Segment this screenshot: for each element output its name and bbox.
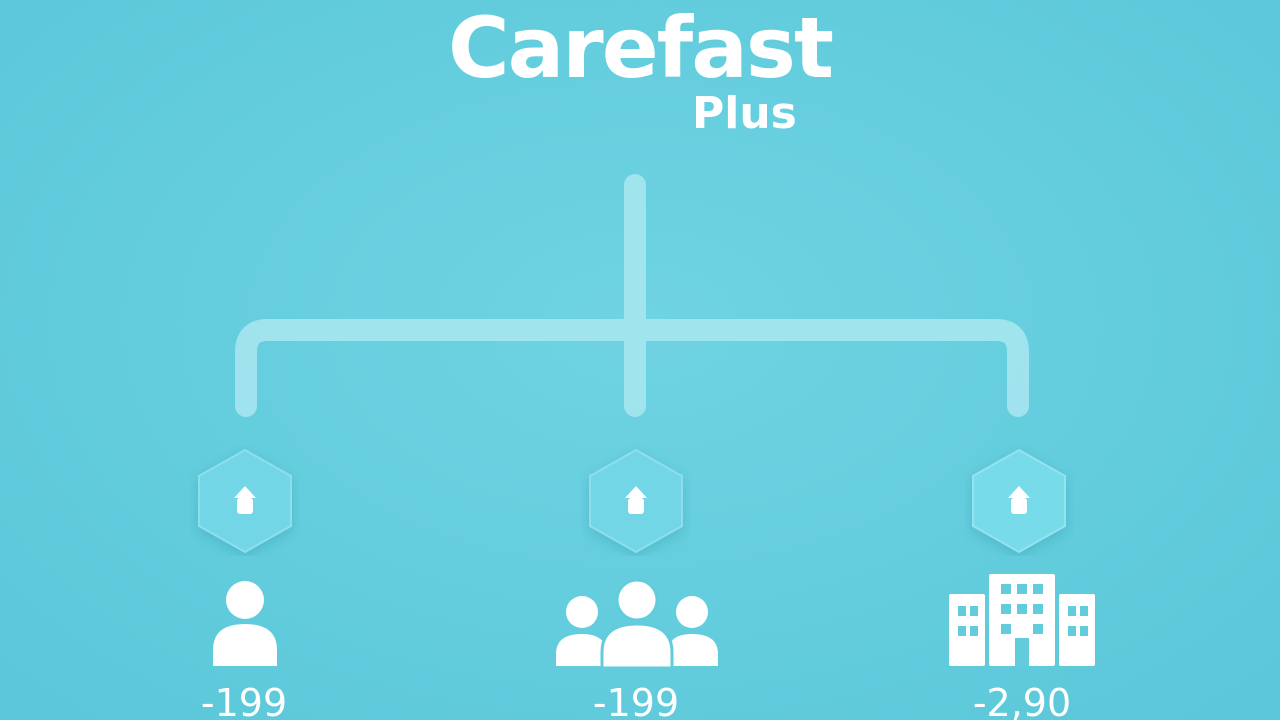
single-person-icon xyxy=(213,581,277,666)
upload-arrow-icon xyxy=(1008,486,1030,514)
group-icon xyxy=(556,578,718,670)
tier-3-price: -2,90 xyxy=(972,681,1072,720)
brand-title: Carefast xyxy=(447,0,834,97)
tier-1-badge xyxy=(190,446,300,556)
upload-arrow-icon xyxy=(234,486,256,514)
building-icon xyxy=(949,574,1095,666)
tier-2-price: -199 xyxy=(592,681,680,720)
tier-2-badge xyxy=(581,446,691,556)
brand-subtitle: Plus xyxy=(692,88,797,139)
upload-arrow-icon xyxy=(625,486,647,514)
tier-3-badge xyxy=(964,446,1074,556)
tier-1-price: -199 xyxy=(200,681,288,720)
